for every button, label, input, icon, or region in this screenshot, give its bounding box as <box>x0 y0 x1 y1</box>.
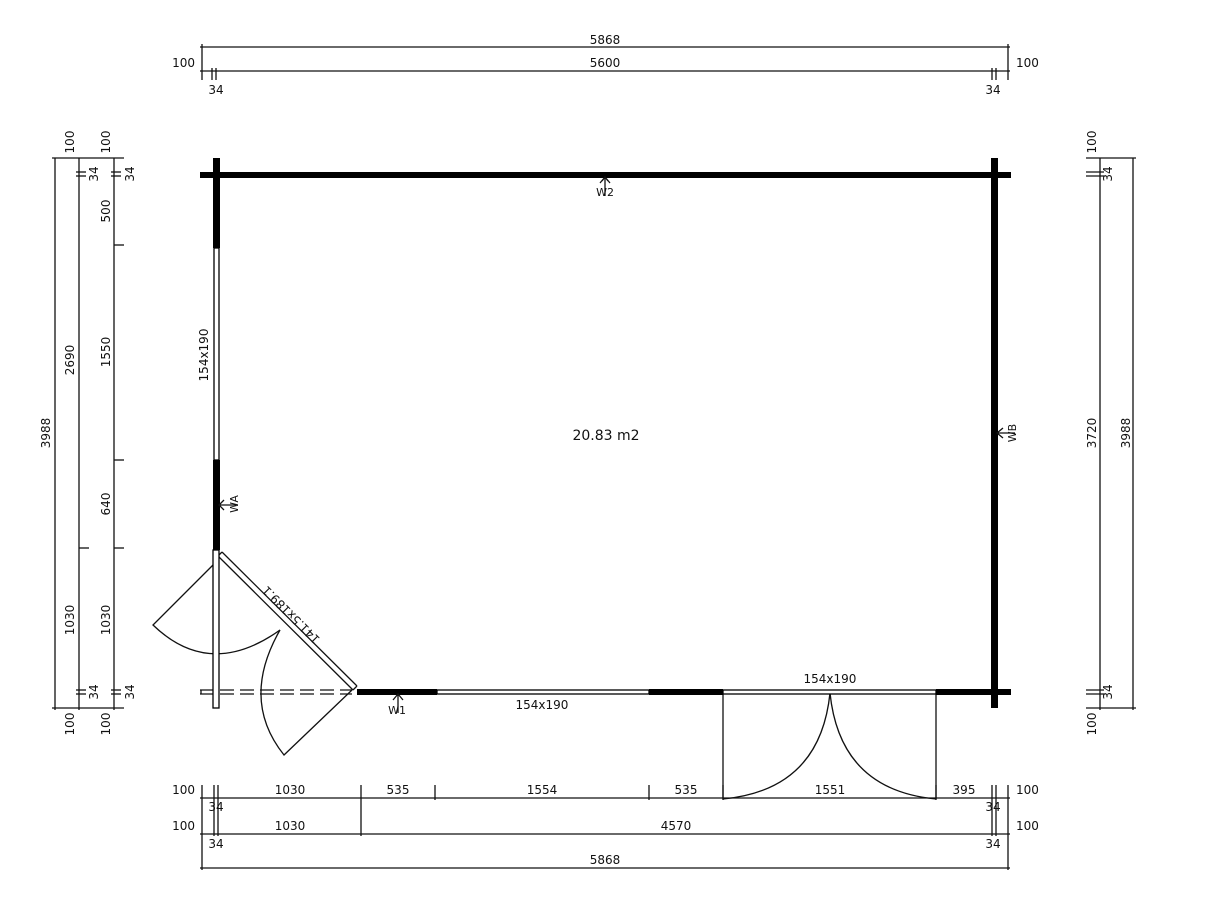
bottom-row1-seg: 535 <box>387 783 410 797</box>
w1-label: W1 <box>388 704 406 717</box>
left-1030-outer-dim: 1030 <box>63 605 77 636</box>
wb-label: WB <box>1006 424 1019 442</box>
front-window-label: 154x190 <box>516 698 569 712</box>
right-top-offset: 100 <box>1085 131 1099 154</box>
top-left-offset: 100 <box>172 56 195 70</box>
left-dimension-lines <box>52 157 124 710</box>
left-top-offset-inner: 100 <box>99 131 113 154</box>
left-wall-post <box>212 549 220 709</box>
right-inner-dim: 3720 <box>1085 418 1099 449</box>
top-dimension-lines <box>200 44 1010 80</box>
left-window <box>213 247 220 461</box>
bottom-row1-seg: 1030 <box>275 783 306 797</box>
left-window-label: 154x190 <box>197 329 211 382</box>
left-bottom-offset-inner: 100 <box>99 713 113 736</box>
bottom-row1-wall-left: 34 <box>208 800 223 814</box>
left-bottom-wall-a: 34 <box>87 684 101 699</box>
labels: 20.83 m2 W2 W1 WB WA 154x190 154x190 154… <box>39 33 1133 867</box>
left-bottom-wall-b: 34 <box>123 684 137 699</box>
top-overall-dim: 5868 <box>590 33 621 47</box>
bottom-row1-seg: 395 <box>953 783 976 797</box>
bottom-row1-wall-right: 34 <box>985 800 1000 814</box>
top-right-offset: 100 <box>1016 56 1039 70</box>
front-window <box>436 689 650 695</box>
bottom-row1-offset-right: 100 <box>1016 783 1039 797</box>
corner-door-swings <box>152 559 353 756</box>
door-opening <box>722 689 937 695</box>
bottom-row2-offset: 100 <box>172 819 195 833</box>
left-640-dim: 640 <box>99 493 113 516</box>
left-1030-inner-dim: 1030 <box>99 605 113 636</box>
room-area: 20.83 m2 <box>572 428 639 444</box>
right-dimension-lines <box>1086 157 1136 710</box>
bottom-row2-wall-right: 34 <box>985 837 1000 851</box>
left-bottom-offset-outer: 100 <box>63 713 77 736</box>
double-door <box>722 692 937 800</box>
right-overall-dim: 3988 <box>1119 418 1133 449</box>
bottom-row2-seg: 1030 <box>275 819 306 833</box>
bottom-row1-seg: 535 <box>675 783 698 797</box>
bottom-row1-seg: 1551 <box>815 783 846 797</box>
right-top-wall: 34 <box>1101 166 1115 181</box>
bottom-row1-offset: 100 <box>172 783 195 797</box>
wa-arrow-icon <box>218 499 236 511</box>
left-top-wall-b: 34 <box>123 166 137 181</box>
top-inner-dim: 5600 <box>590 56 621 70</box>
left-2690-dim: 2690 <box>63 345 77 376</box>
right-bottom-offset: 100 <box>1085 713 1099 736</box>
diagonal-door-panel <box>217 551 358 691</box>
bottom-row2-offset-right: 100 <box>1016 819 1039 833</box>
bottom-row2-seg: 4570 <box>661 819 692 833</box>
w2-label: W2 <box>596 186 614 199</box>
bottom-dimension-lines <box>200 785 1010 870</box>
wa-label: WA <box>228 495 241 513</box>
left-top-wall-a: 34 <box>87 166 101 181</box>
top-left-wall: 34 <box>208 83 223 97</box>
w2-arrow-icon <box>599 175 611 196</box>
double-door-label: 154x190 <box>804 672 857 686</box>
w1-arrow-icon <box>392 692 404 713</box>
left-overall-dim: 3988 <box>39 418 53 449</box>
left-1550-dim: 1550 <box>99 337 113 368</box>
right-bottom-wall: 34 <box>1101 684 1115 699</box>
bottom-row2-wall-left: 34 <box>208 837 223 851</box>
walls <box>200 158 1011 708</box>
bottom-row1-seg: 1554 <box>527 783 558 797</box>
wb-arrow-icon <box>995 427 1015 439</box>
bottom-overall-dim: 5868 <box>590 853 621 867</box>
left-top-offset-outer: 100 <box>63 131 77 154</box>
left-500-dim: 500 <box>99 200 113 223</box>
top-right-wall: 34 <box>985 83 1000 97</box>
